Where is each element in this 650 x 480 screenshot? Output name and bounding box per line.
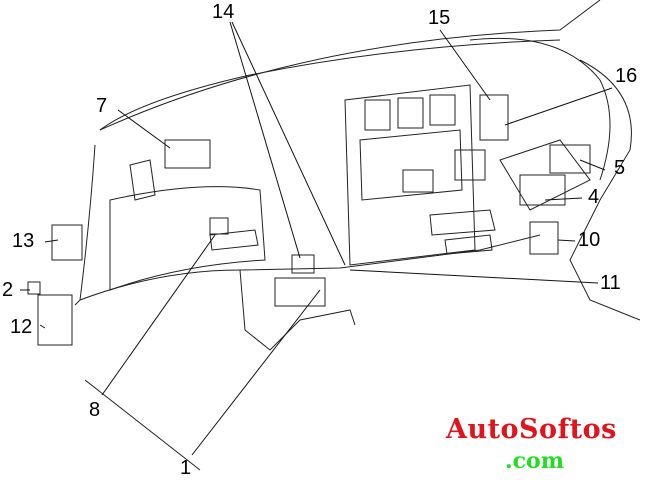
callout-4: 4 [588,186,600,208]
component-10 [529,221,559,255]
callout-7: 7 [96,95,108,117]
component-8 [209,217,229,235]
watermark-text: AutoSoftos [446,414,617,445]
dash-top-edge [99,0,601,131]
callout-13: 13 [12,230,35,252]
component-12 [37,294,73,346]
callout-11: 11 [600,272,621,294]
component-7 [164,139,211,169]
component-4 [519,174,566,206]
callout-12: 12 [10,316,33,338]
leader-lines [20,21,613,456]
callout-8: 8 [89,399,101,421]
callout-1: 1 [180,457,192,479]
callout-5: 5 [614,157,626,179]
component-14 [291,254,315,274]
callout-16: 16 [615,65,638,87]
component-center [402,169,434,193]
watermark-domain: .com [505,448,565,474]
callout-14: 14 [212,1,235,23]
component-13 [51,224,83,261]
component-5 [549,144,591,174]
callout-2: 2 [2,279,14,301]
component-1 [274,277,326,307]
callout-15: 15 [428,7,451,29]
component-2 [27,281,41,295]
component-15 [479,94,509,141]
callout-10: 10 [578,229,601,251]
